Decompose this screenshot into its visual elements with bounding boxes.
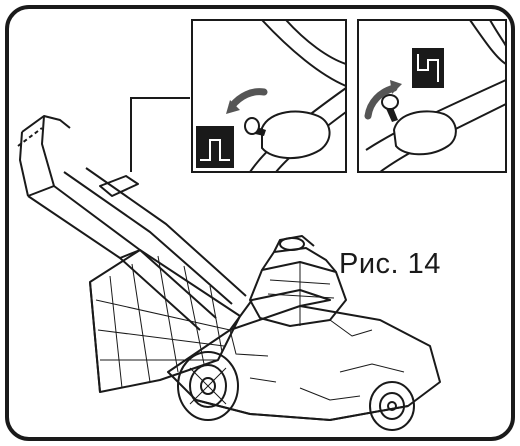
rotate-arrow-left-icon	[228, 88, 268, 110]
detail-panel-1	[191, 19, 347, 173]
detail-panel-2	[357, 19, 507, 173]
figure-caption: Рис. 14	[339, 248, 441, 280]
outer-frame	[5, 5, 515, 441]
rotate-arrow-right-icon	[364, 84, 398, 120]
throttle-slow-icon	[412, 48, 444, 88]
throttle-fast-icon	[196, 126, 234, 168]
callout-leader	[130, 97, 190, 172]
lawn-mower	[17, 115, 441, 431]
